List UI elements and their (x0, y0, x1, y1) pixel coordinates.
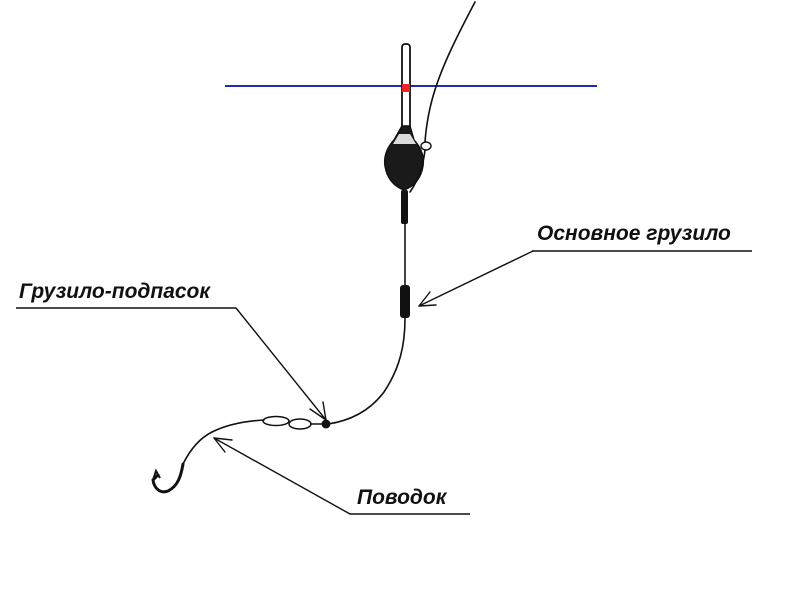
hook (151, 462, 185, 494)
float-ring (420, 141, 432, 151)
arrowhead-main-sinker (418, 291, 437, 307)
swivel-link-1 (262, 415, 290, 427)
label-shot-sinker: Грузило-подпасок (19, 280, 211, 303)
label-main-sinker: Основное грузило (537, 222, 731, 245)
arrowhead-shot-sinker (309, 401, 327, 421)
float-antenna-red-mark (402, 84, 410, 92)
main-sinker (400, 285, 410, 318)
float-body-highlight (393, 134, 416, 144)
line-to-swivel (327, 317, 406, 425)
float-side-wire (409, 149, 426, 193)
arrowhead-leader (213, 437, 233, 453)
leader-line (182, 419, 265, 465)
hook-barb (152, 468, 161, 481)
shot-sinker (321, 419, 331, 429)
pointer-main-sinker (418, 250, 534, 307)
main-line-from-rod (424, 1, 476, 143)
float-keel (401, 190, 408, 224)
swivel-link-2 (288, 418, 312, 430)
pointer-shot-sinker (235, 307, 327, 421)
label-leader: Поводок (357, 486, 448, 509)
pointer-leader (213, 437, 351, 515)
